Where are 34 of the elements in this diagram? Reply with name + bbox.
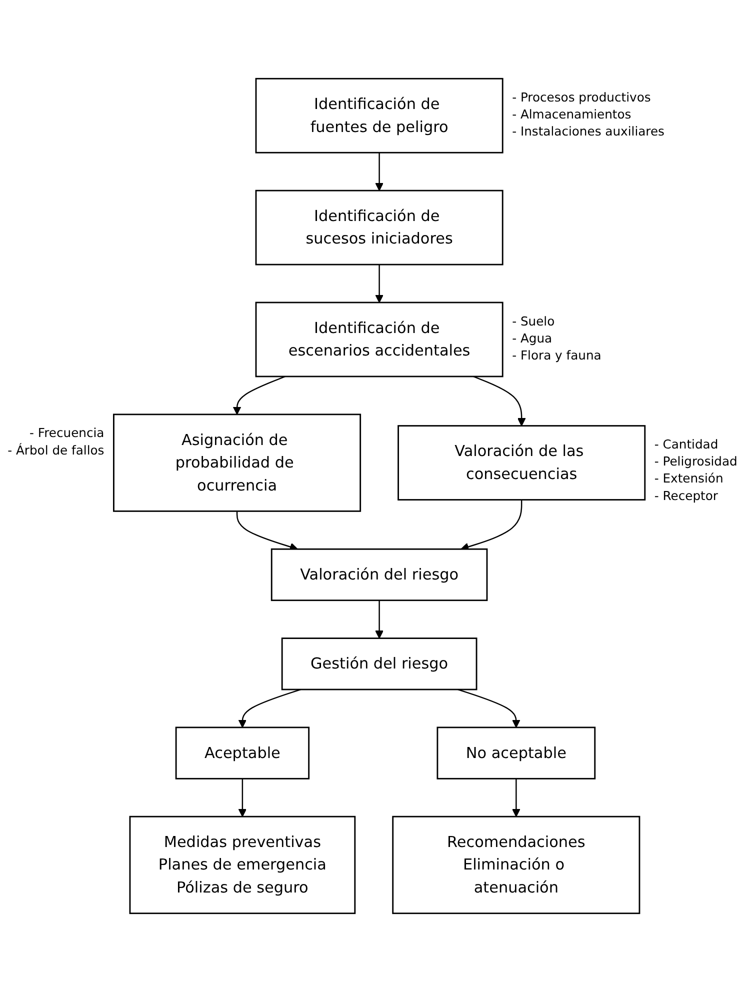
arrow [238,778,247,817]
note-text: - Frecuencia [30,426,104,440]
note-text: - Cantidad [654,438,718,452]
arrow [375,152,384,191]
node-box: Identificación de escenarios accidentales [255,302,504,378]
note-text: - Almacenamientos [512,108,632,122]
arrow [512,778,520,817]
arrow [458,688,520,728]
arrow [238,688,301,728]
note-text: - Árbol de fallos [8,443,104,458]
node-box: Medidas preventivas Planes de emergencia Pólizas de seguro [129,816,356,914]
node-box: No aceptable [436,726,596,780]
arrow [236,511,298,551]
arrow [375,600,384,639]
note-text: - Suelo [512,314,555,328]
note-text: - Instalaciones auxiliares [512,124,664,139]
note-text: - Extensión [654,472,724,486]
node-box: Gestión del riesgo [281,638,478,690]
node-box: Aceptable [175,726,310,780]
arrow [232,376,286,415]
node-box: Asignación de probabilidad de ocurrencia [113,414,362,512]
arrow [473,376,526,426]
arrow [460,500,522,551]
node-box: Identificación de sucesos iniciadores [255,190,504,266]
note-text: - Procesos productivos [512,90,651,104]
note-text: - Receptor [654,488,718,503]
node-box: Identificación de fuentes de peligro [255,78,504,154]
node-box: Recomendaciones Eliminación o atenuación [392,816,640,914]
node-box: Valoración de las consecuencias [398,425,646,500]
arrow [375,264,384,303]
note-text: - Flora y fauna [512,348,602,362]
node-box: Valoración del riesgo [270,548,488,602]
note-text: - Peligrosidad [654,454,738,469]
note-text: - Agua [512,331,552,346]
